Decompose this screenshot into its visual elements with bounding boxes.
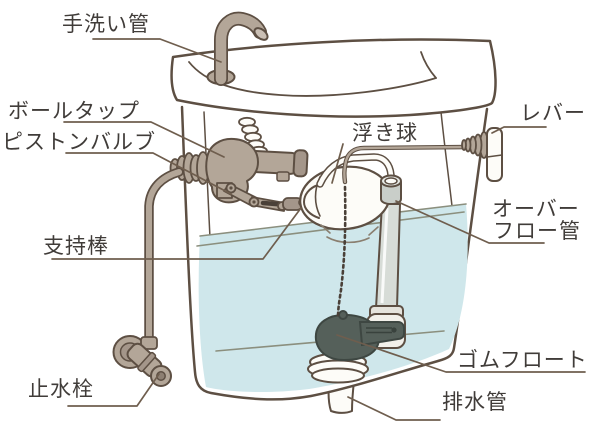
label-lever: レバー [520, 102, 586, 125]
label-ball-tap: ボールタップ [8, 100, 140, 123]
lever-drawing [461, 127, 503, 182]
leader-overflow-pipe [395, 200, 545, 244]
refill-tube [316, 153, 395, 188]
leader-lever [491, 126, 547, 134]
ball-tap-cylinder [246, 149, 309, 178]
leader-hand-wash-pipe [92, 38, 222, 63]
label-overflow-pipe-line2: フロー管 [493, 220, 581, 243]
lid-basin-corner [420, 51, 437, 79]
lever-arm [342, 144, 472, 185]
piston-valve-linkage [223, 182, 303, 212]
leader-lines [51, 38, 586, 421]
tank-lid [170, 38, 497, 118]
label-drain-pipe: 排水管 [442, 391, 508, 414]
label-stop-valve: 止水栓 [28, 378, 94, 401]
label-rubber-float: ゴムフロート [457, 349, 588, 372]
label-hand-wash-pipe: 手洗い管 [62, 13, 150, 36]
leader-float-ball [331, 143, 344, 184]
stop-valve-drawing [112, 335, 172, 387]
labels: 手洗い管 ボールタップ ピストンバルブ 浮き球 レバー オーバー フロー管 支持… [2, 13, 588, 414]
label-float-ball: 浮き球 [352, 122, 418, 145]
faucet-drawing [206, 11, 269, 86]
tank-inner-right-edge [440, 111, 453, 207]
leader-piston-valve [65, 152, 232, 195]
label-overflow-pipe-line1: オーバー [492, 198, 580, 221]
leader-stop-valve [67, 373, 160, 407]
faucet-spout-tip [253, 27, 269, 41]
label-piston-valve: ピストンバルブ [2, 131, 156, 154]
chain-loop [338, 310, 348, 320]
leader-drain-pipe [347, 396, 441, 421]
overflow-pipe-top [380, 174, 402, 205]
leader-support-rod [51, 207, 302, 260]
supply-pipe-drawing [144, 167, 184, 343]
water-ripples [320, 224, 379, 236]
chain [336, 185, 347, 319]
rubber-float-drawing [307, 310, 405, 384]
lever-handle [486, 127, 503, 182]
leader-rubber-float [336, 334, 586, 373]
leader-ball-tap [63, 121, 225, 158]
label-support-rod: 支持棒 [43, 235, 109, 258]
